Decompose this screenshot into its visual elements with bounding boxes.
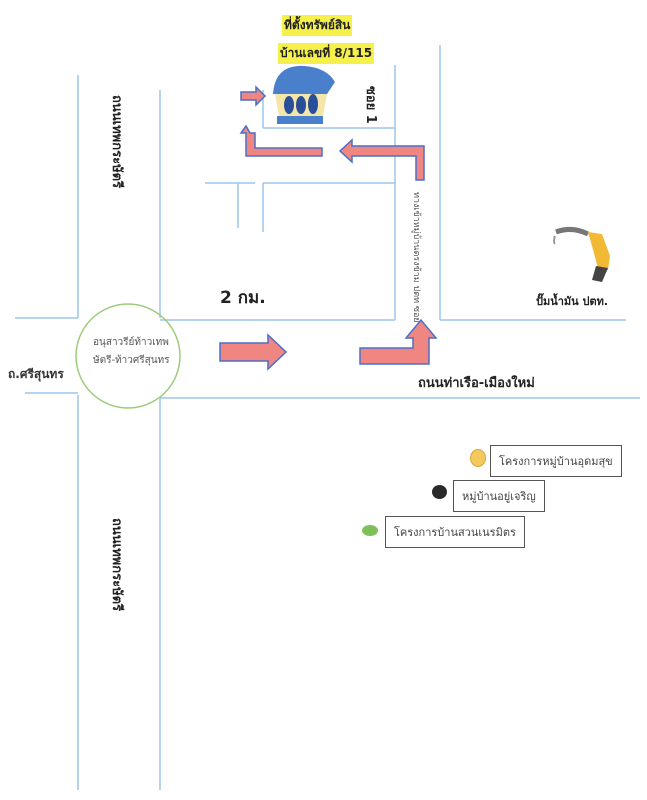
- yellow-dot-icon: [470, 449, 486, 467]
- monument-circle: [75, 303, 181, 409]
- side-soi-label: ทางเข้าหมู่บ้านตรงข้าม ปตท ซอย: [411, 192, 421, 323]
- left-road-upper-label: ถนนเทพกระษัตรี: [109, 95, 124, 189]
- main-road-label: ถนนท่าเรือ-เมืองใหม่: [418, 376, 535, 391]
- black-dot-icon: [432, 485, 447, 499]
- west-road-label: ถ.ศรีสุนทร: [8, 367, 64, 381]
- arrow-right-big: [219, 333, 288, 371]
- left-road-lower-label: ถนนเทพกระษัตรี: [109, 518, 124, 612]
- house-icon: [273, 65, 335, 124]
- legend-label: หมู่บ้านอยู่เจริญ: [453, 480, 545, 512]
- house-number: บ้านเลขที่ 8/115: [278, 43, 375, 64]
- arrow-left: [338, 138, 425, 181]
- green-dot-icon: [362, 525, 378, 536]
- arrow-right-small: [240, 85, 267, 107]
- property-title: ที่ตั้งทรัพย์สิน: [282, 15, 353, 36]
- gas-station-label: ปั๊มน้ำมัน ปตท.: [536, 295, 609, 308]
- monument-label: อนุสาวรีย์ท้าวเทพษัตรี-ท้าวศรีสุนทร: [93, 337, 170, 366]
- legend-label: โครงการบ้านสวนเนรมิตร: [385, 516, 525, 548]
- legend-label: โครงการหมู่บ้านอุดมสุข: [490, 445, 622, 477]
- gas-pump-icon: [553, 226, 610, 282]
- distance-label: 2 กม.: [220, 288, 266, 308]
- soi1-label: ซอย 1: [363, 86, 378, 124]
- arrow-turn-up: [359, 318, 438, 365]
- arrow-up-left: [239, 124, 323, 157]
